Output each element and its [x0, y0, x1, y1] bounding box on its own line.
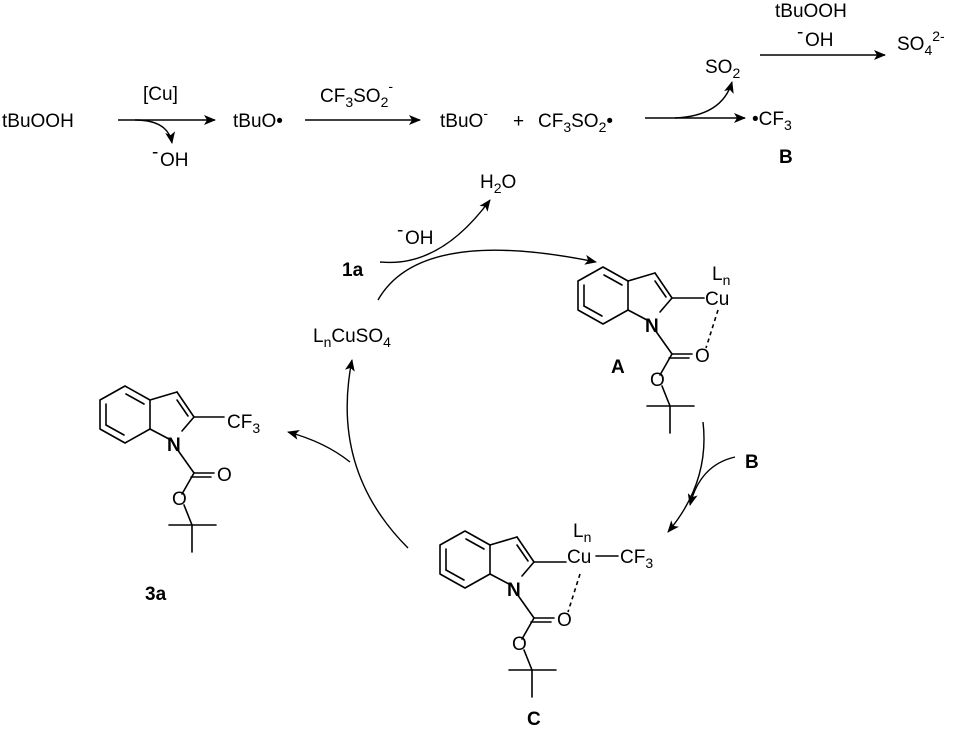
hydroxide-cycle: - OH — [397, 220, 434, 249]
water-label: H2O — [480, 172, 516, 196]
reagent-b-cycle: B — [745, 452, 759, 473]
triflyl-radical: CF3SO2• — [538, 111, 613, 135]
product-3a: N CF3 O O 3a — [99, 385, 260, 605]
cf3-radical: •CF3 — [752, 109, 792, 133]
svg-text:-: - — [797, 22, 803, 43]
c-carbonyl-o: O — [557, 610, 572, 631]
c-cf3: CF3 — [620, 547, 653, 571]
p-nitrogen: N — [167, 435, 181, 456]
intermediate-c: N Ln Cu CF3 O O C — [439, 521, 653, 730]
arrow-water-release — [379, 199, 491, 264]
catalyst-lncuso4: LnCuSO4 — [313, 326, 391, 350]
tbuo-radical: tBuO• — [233, 111, 283, 132]
svg-text:OH: OH — [160, 150, 189, 171]
hydroxide-byproduct-1: - OH — [152, 142, 189, 171]
hydroxide-oxidation: - OH — [797, 22, 834, 51]
arrow-so2-extrusion — [645, 81, 746, 123]
arrow-cu-oxidation — [118, 115, 216, 144]
svg-text:-: - — [152, 142, 158, 163]
label-b-top: B — [779, 147, 793, 168]
a-nitrogen: N — [645, 316, 659, 337]
p-cf3: CF3 — [227, 412, 260, 436]
triflinate-reagent: CF3SO2- — [320, 78, 393, 110]
a-ligand: Ln — [712, 264, 730, 288]
arrow-a-to-c — [667, 421, 705, 533]
catalyst-cu-label: [Cu] — [143, 84, 178, 105]
c-ester-o: O — [512, 634, 527, 655]
substrate-1a: 1a — [342, 260, 364, 281]
label-3a: 3a — [145, 584, 167, 605]
so2-label: SO2 — [705, 57, 740, 81]
p-carbonyl-o: O — [217, 465, 232, 486]
c-ligand: Ln — [573, 521, 591, 545]
c-copper: Cu — [567, 547, 591, 568]
arrow-b-entry — [687, 456, 736, 506]
a-ester-o: O — [650, 370, 665, 391]
a-copper: Cu — [705, 289, 729, 310]
label-c: C — [527, 709, 541, 730]
arrow-product-release — [287, 430, 351, 463]
reactant-tbuooh: tBuOOH — [2, 111, 74, 132]
a-carbonyl-o: O — [695, 346, 710, 367]
c-nitrogen: N — [507, 580, 521, 601]
tbuo-anion: tBuO- — [440, 105, 488, 132]
arrow-c-to-catalyst — [344, 359, 409, 549]
intermediate-a: N Ln Cu O O A — [577, 264, 730, 434]
sulfate-label: SO42- — [897, 28, 945, 58]
svg-text:-: - — [397, 220, 403, 241]
oxidant-tbuooh: tBuOOH — [775, 1, 847, 22]
arrow-cycle-to-a — [377, 249, 597, 301]
label-a: A — [611, 357, 625, 378]
svg-text:OH: OH — [405, 228, 434, 249]
svg-text:OH: OH — [805, 30, 834, 51]
p-ester-o: O — [172, 489, 187, 510]
plus-sign: + — [513, 111, 524, 132]
